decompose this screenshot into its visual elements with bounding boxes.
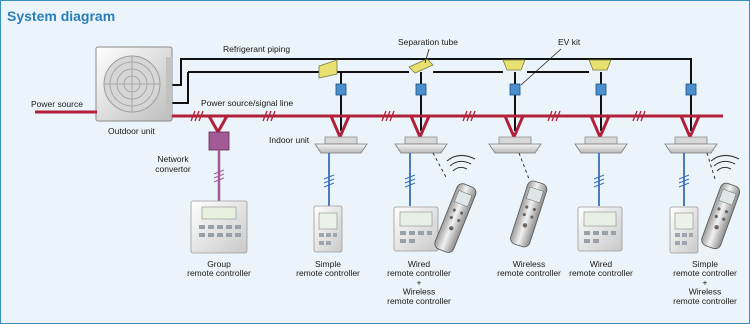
controller-caption-line: + bbox=[703, 277, 708, 287]
infrared-links bbox=[432, 152, 716, 180]
controller-caption-line: + bbox=[417, 277, 422, 287]
refrigerant-pipe-return bbox=[171, 72, 189, 104]
controller-caption-line: Simple bbox=[315, 259, 341, 269]
controller-wires bbox=[328, 153, 685, 206]
separation-tubes bbox=[318, 58, 612, 79]
ev-kit bbox=[509, 83, 521, 96]
indoor-unit bbox=[574, 136, 628, 154]
controller-caption-line: Group bbox=[207, 259, 231, 269]
controller-caption-line: Wireless bbox=[403, 287, 436, 297]
wire-slashes bbox=[190, 110, 646, 122]
ev-kit bbox=[335, 83, 347, 96]
controller-caption-line: remote controller bbox=[387, 296, 451, 306]
controller-caption-line: Simple bbox=[692, 259, 718, 269]
ev-kit bbox=[685, 83, 697, 96]
wired-remote-controller bbox=[393, 206, 439, 252]
controller-caption-line: remote controller bbox=[569, 268, 633, 278]
outdoor-unit bbox=[95, 46, 173, 122]
indoor-units bbox=[314, 136, 718, 154]
indoor-unit bbox=[314, 136, 368, 154]
label-network-line1: Network bbox=[157, 154, 189, 164]
label-power-signal-line: Power source/signal line bbox=[201, 98, 293, 108]
network-convertor bbox=[208, 131, 230, 201]
callout-lines bbox=[424, 48, 562, 86]
ev-kit-callout bbox=[520, 48, 562, 86]
wireless-remote-controller bbox=[434, 183, 477, 253]
diagram-title: System diagram bbox=[7, 8, 116, 24]
controller-caption-line: remote controller bbox=[187, 268, 251, 278]
label-outdoor-unit: Outdoor unit bbox=[108, 126, 155, 136]
group-remote-controller bbox=[190, 200, 248, 254]
label-power-source: Power source bbox=[31, 99, 83, 109]
controller-caption-line: Wired bbox=[408, 259, 430, 269]
wired-remote-controller bbox=[577, 206, 623, 252]
diagram-labels: Refrigerant piping Separation tube EV ki… bbox=[31, 37, 581, 174]
refrigerant-piping bbox=[171, 58, 692, 131]
signal-waves bbox=[446, 155, 740, 172]
label-separation-tube: Separation tube bbox=[398, 37, 458, 47]
label-network-line2: convertor bbox=[155, 164, 191, 174]
separation-tube-callout bbox=[424, 48, 430, 64]
indoor-unit bbox=[394, 136, 448, 154]
controller-caption-line: remote controller bbox=[497, 268, 561, 278]
controller-caption-line: Wired bbox=[590, 259, 612, 269]
indoor-unit bbox=[664, 136, 718, 154]
controller-caption-line: remote controller bbox=[296, 268, 360, 278]
controller-caption-line: Wireless bbox=[689, 287, 722, 297]
refrigerant-main-pipe bbox=[171, 58, 692, 131]
separation-tube bbox=[408, 58, 434, 74]
ev-kit bbox=[415, 83, 427, 96]
indoor-unit bbox=[488, 136, 542, 154]
controller-caption-line: remote controller bbox=[673, 268, 737, 278]
label-ev-kit: EV kit bbox=[558, 37, 581, 47]
controller-caption-line: remote controller bbox=[673, 296, 737, 306]
ev-kit bbox=[595, 83, 607, 96]
simple-remote-controller bbox=[313, 205, 343, 253]
separation-tube bbox=[318, 59, 338, 79]
ev-kits bbox=[335, 83, 697, 96]
wireless-remote-controller bbox=[510, 180, 548, 248]
label-indoor-unit: Indoor unit bbox=[269, 135, 310, 145]
wireless-remote-controller bbox=[701, 182, 741, 250]
controller-wire-slashes bbox=[323, 174, 690, 188]
label-refrigerant-piping: Refrigerant piping bbox=[223, 44, 290, 54]
simple-remote-controller bbox=[669, 206, 699, 254]
separation-tube bbox=[502, 59, 526, 71]
controller-caption-line: remote controller bbox=[387, 268, 451, 278]
power-branch bbox=[207, 115, 229, 136]
controller-caption-line: Wireless bbox=[513, 259, 546, 269]
separation-tube bbox=[588, 59, 612, 71]
